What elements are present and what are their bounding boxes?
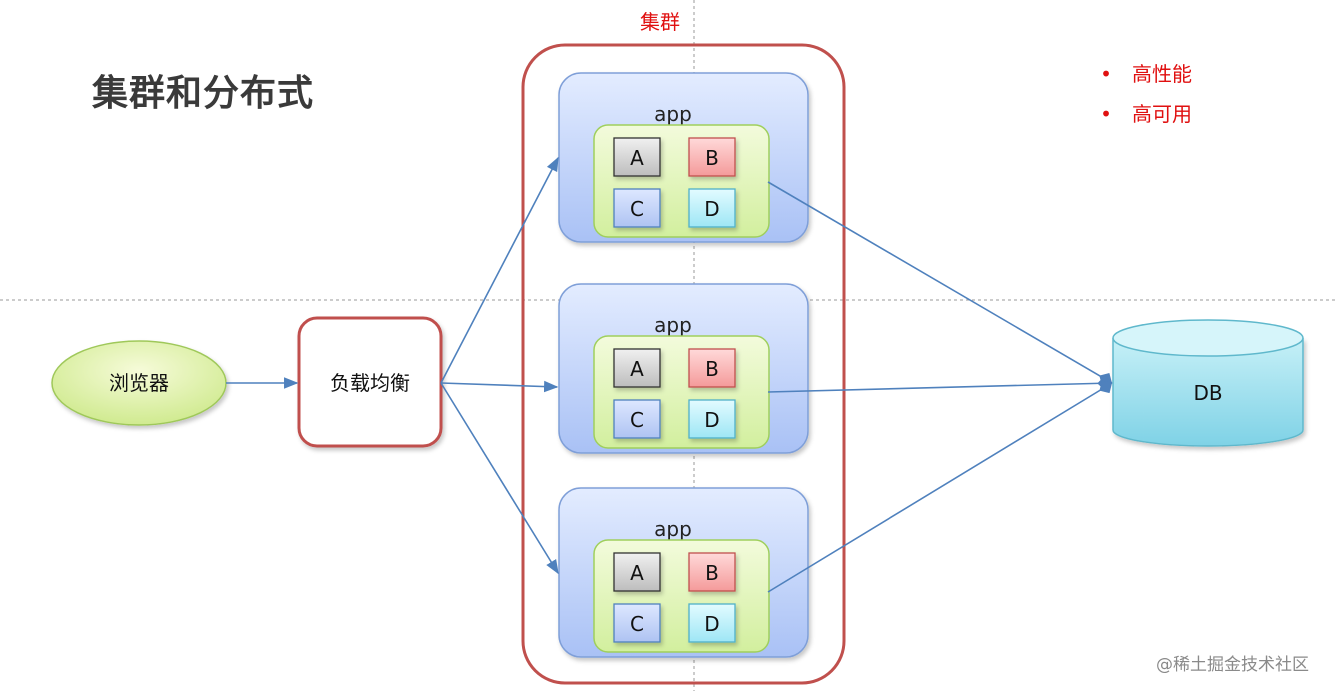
module-label: B	[705, 561, 719, 585]
module-label: D	[704, 408, 719, 432]
app-label: app	[654, 102, 692, 126]
bullet-dot-icon: •	[1100, 102, 1112, 126]
module-box-3	[613, 603, 661, 643]
module-label: D	[704, 612, 719, 636]
cluster-boundary	[521, 43, 846, 685]
arrow-lb-to-app-1	[440, 156, 559, 384]
module-box-3	[613, 399, 661, 439]
feature-text: 高可用	[1132, 102, 1192, 126]
module-box-1	[613, 137, 661, 177]
bullet-dot-icon: •	[1100, 62, 1112, 86]
module-box-3	[613, 188, 661, 228]
module-label: A	[630, 146, 644, 170]
feature-list: • 高性能 • 高可用	[1100, 60, 1192, 140]
feature-item: • 高可用	[1100, 100, 1192, 140]
arrow-app-1-to-db	[767, 181, 1113, 386]
module-label: C	[630, 408, 644, 432]
module-label: B	[705, 146, 719, 170]
module-box-4	[688, 399, 736, 439]
app-label: app	[654, 517, 692, 541]
cluster-label: 集群	[640, 10, 680, 34]
page-title: 集群和分布式	[92, 73, 315, 114]
module-label: D	[704, 197, 719, 221]
browser-label: 浏览器	[109, 371, 169, 395]
arrow-lb-to-app-2	[440, 380, 559, 393]
feature-text: 高性能	[1132, 62, 1192, 86]
module-box-1	[613, 348, 661, 388]
module-box-4	[688, 188, 736, 228]
load-balancer-node: 负载均衡	[297, 316, 443, 448]
module-label: A	[630, 561, 644, 585]
feature-item: • 高性能	[1100, 60, 1192, 100]
module-box-2	[688, 552, 736, 592]
module-box-2	[688, 348, 736, 388]
database-node: DB	[1112, 319, 1304, 447]
module-box-2	[688, 137, 736, 177]
watermark: @稀土掘金技术社区	[1156, 655, 1309, 675]
browser-node: 浏览器	[51, 340, 227, 426]
arrow-lb-to-app-3	[440, 382, 559, 575]
module-label: B	[705, 357, 719, 381]
module-box-4	[688, 603, 736, 643]
db-label: DB	[1193, 381, 1222, 405]
connections	[226, 156, 1113, 593]
module-label: C	[630, 197, 644, 221]
load-balancer-label: 负载均衡	[330, 371, 410, 395]
app-label: app	[654, 313, 692, 337]
arrow-app-2-to-db	[767, 375, 1113, 393]
arrow-app-3-to-db	[767, 380, 1113, 593]
module-box-1	[613, 552, 661, 592]
module-label: A	[630, 357, 644, 381]
module-label: C	[630, 612, 644, 636]
